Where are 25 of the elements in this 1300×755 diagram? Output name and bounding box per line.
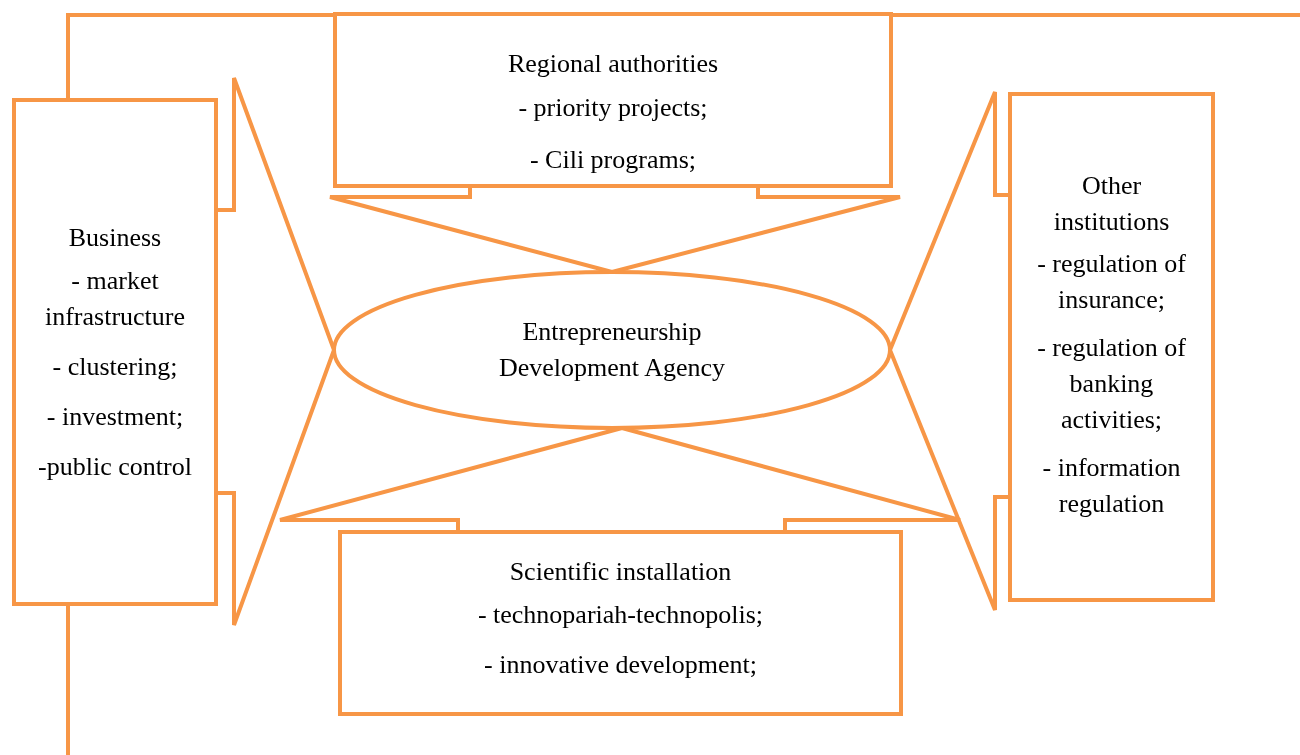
heading-text: Entrepreneurship Development Agency [498,316,726,384]
list-item-text: - information regulation [1041,452,1182,520]
agency-ellipse [332,270,892,430]
callout-pointer [278,426,962,532]
heading-text: Scientific installation [508,556,733,588]
callout-pointer [216,76,336,627]
heading-text: Business [67,222,163,254]
list-item-text: - clustering; [51,351,179,383]
callout-pointer [328,186,902,274]
callout-pointer [888,90,1010,612]
list-item-text: - innovative development; [483,649,758,681]
callout-box [338,530,903,716]
heading-text: Regional authorities [506,48,720,80]
list-item-text: - regulation of banking activities; [1036,332,1187,436]
list-item-text: - priority projects; [517,92,709,124]
list-item-text: - market infrastructure [43,265,186,333]
list-item-text: -public control [37,451,193,483]
callout-box [12,98,218,606]
list-item-text: - technopariah-technopolis; [476,599,765,631]
list-item-text: - regulation of insurance; [1036,248,1187,316]
list-item-text: - Cili programs; [528,144,698,176]
callout-box [333,12,893,188]
heading-text: Other institutions [1052,170,1171,238]
list-item-text: - investment; [45,401,185,433]
callout-box [1008,92,1215,602]
